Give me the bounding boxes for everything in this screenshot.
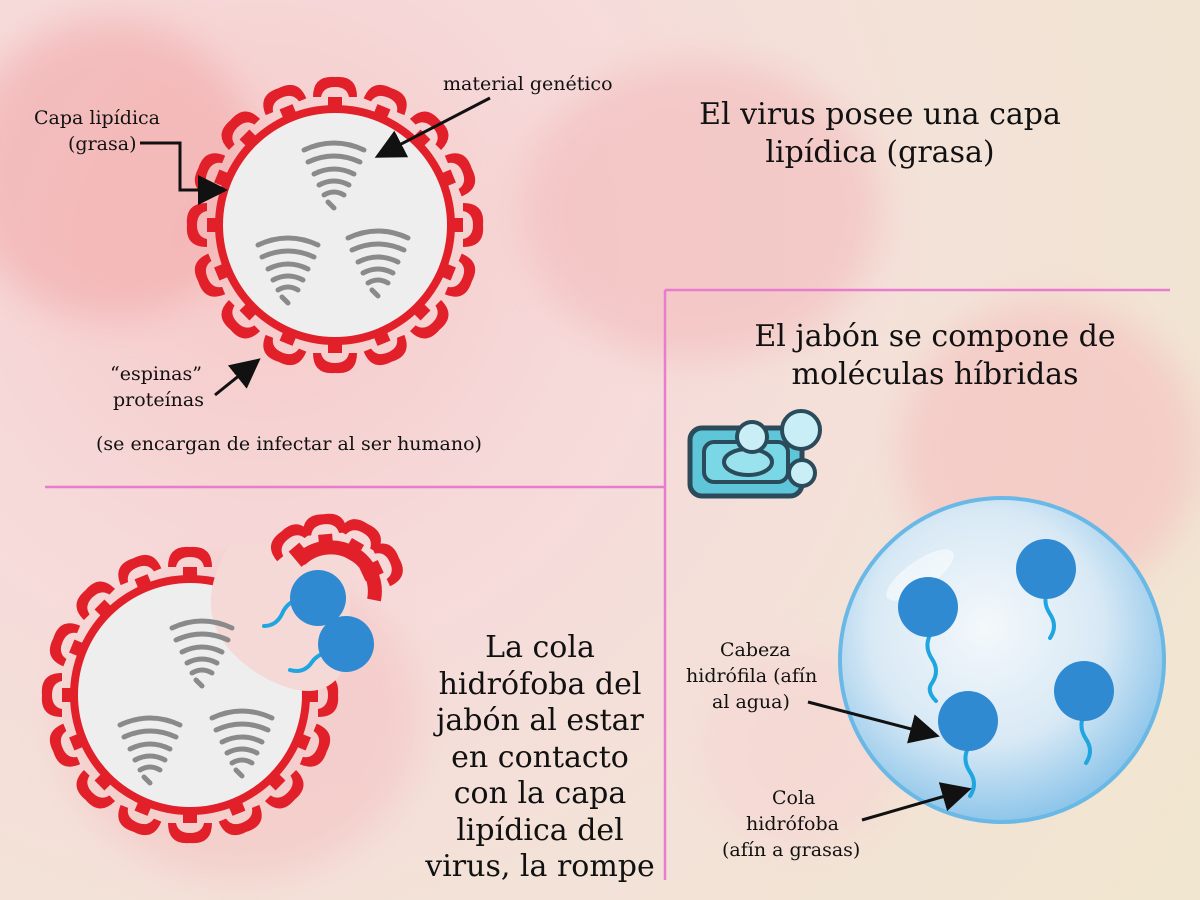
label-head-water: al agua) xyxy=(712,691,790,713)
caption-line: moléculas híbridas xyxy=(791,357,1079,392)
label-spikes: “espinas” xyxy=(110,363,202,385)
label-tail: Cola xyxy=(772,787,816,809)
bg-blob xyxy=(520,60,880,360)
caption-line: jabón al estar xyxy=(436,703,644,738)
label-lipid-layer-fat: (grasa) xyxy=(68,133,137,155)
caption-line: hidrófoba del xyxy=(438,666,642,702)
label-tail-fats: (afín a grasas) xyxy=(722,839,861,861)
caption-line: con la capa xyxy=(453,776,627,811)
caption-soap: El jabón se compone de moléculas híbrida… xyxy=(735,318,1135,394)
label-infect: (se encargan de infectar al ser humano) xyxy=(96,433,482,455)
caption-line: El jabón se compone de xyxy=(754,319,1116,354)
caption-line: El virus posee una capa xyxy=(699,97,1061,132)
caption-line: lipídica (grasa) xyxy=(765,135,995,170)
caption-line: virus, la rompe xyxy=(425,849,655,884)
caption-virus: El virus posee una capa lipídica (grasa) xyxy=(680,96,1080,172)
label-lipid-layer: Capa lipídica xyxy=(34,107,160,129)
caption-break: La cola hidrófoba del jabón al estar en … xyxy=(410,630,670,886)
label-tail-hydrophobic: hidrófoba xyxy=(746,813,839,835)
label-spikes-proteins: proteínas xyxy=(113,389,204,411)
caption-line: lipídica del xyxy=(456,812,624,848)
label-genetic-material: material genético xyxy=(443,73,613,95)
caption-line: La cola xyxy=(485,630,595,665)
label-head: Cabeza xyxy=(720,639,791,661)
caption-line: en contacto xyxy=(451,739,629,775)
label-head-hydrophilic: hidrófila (afín xyxy=(686,665,818,687)
